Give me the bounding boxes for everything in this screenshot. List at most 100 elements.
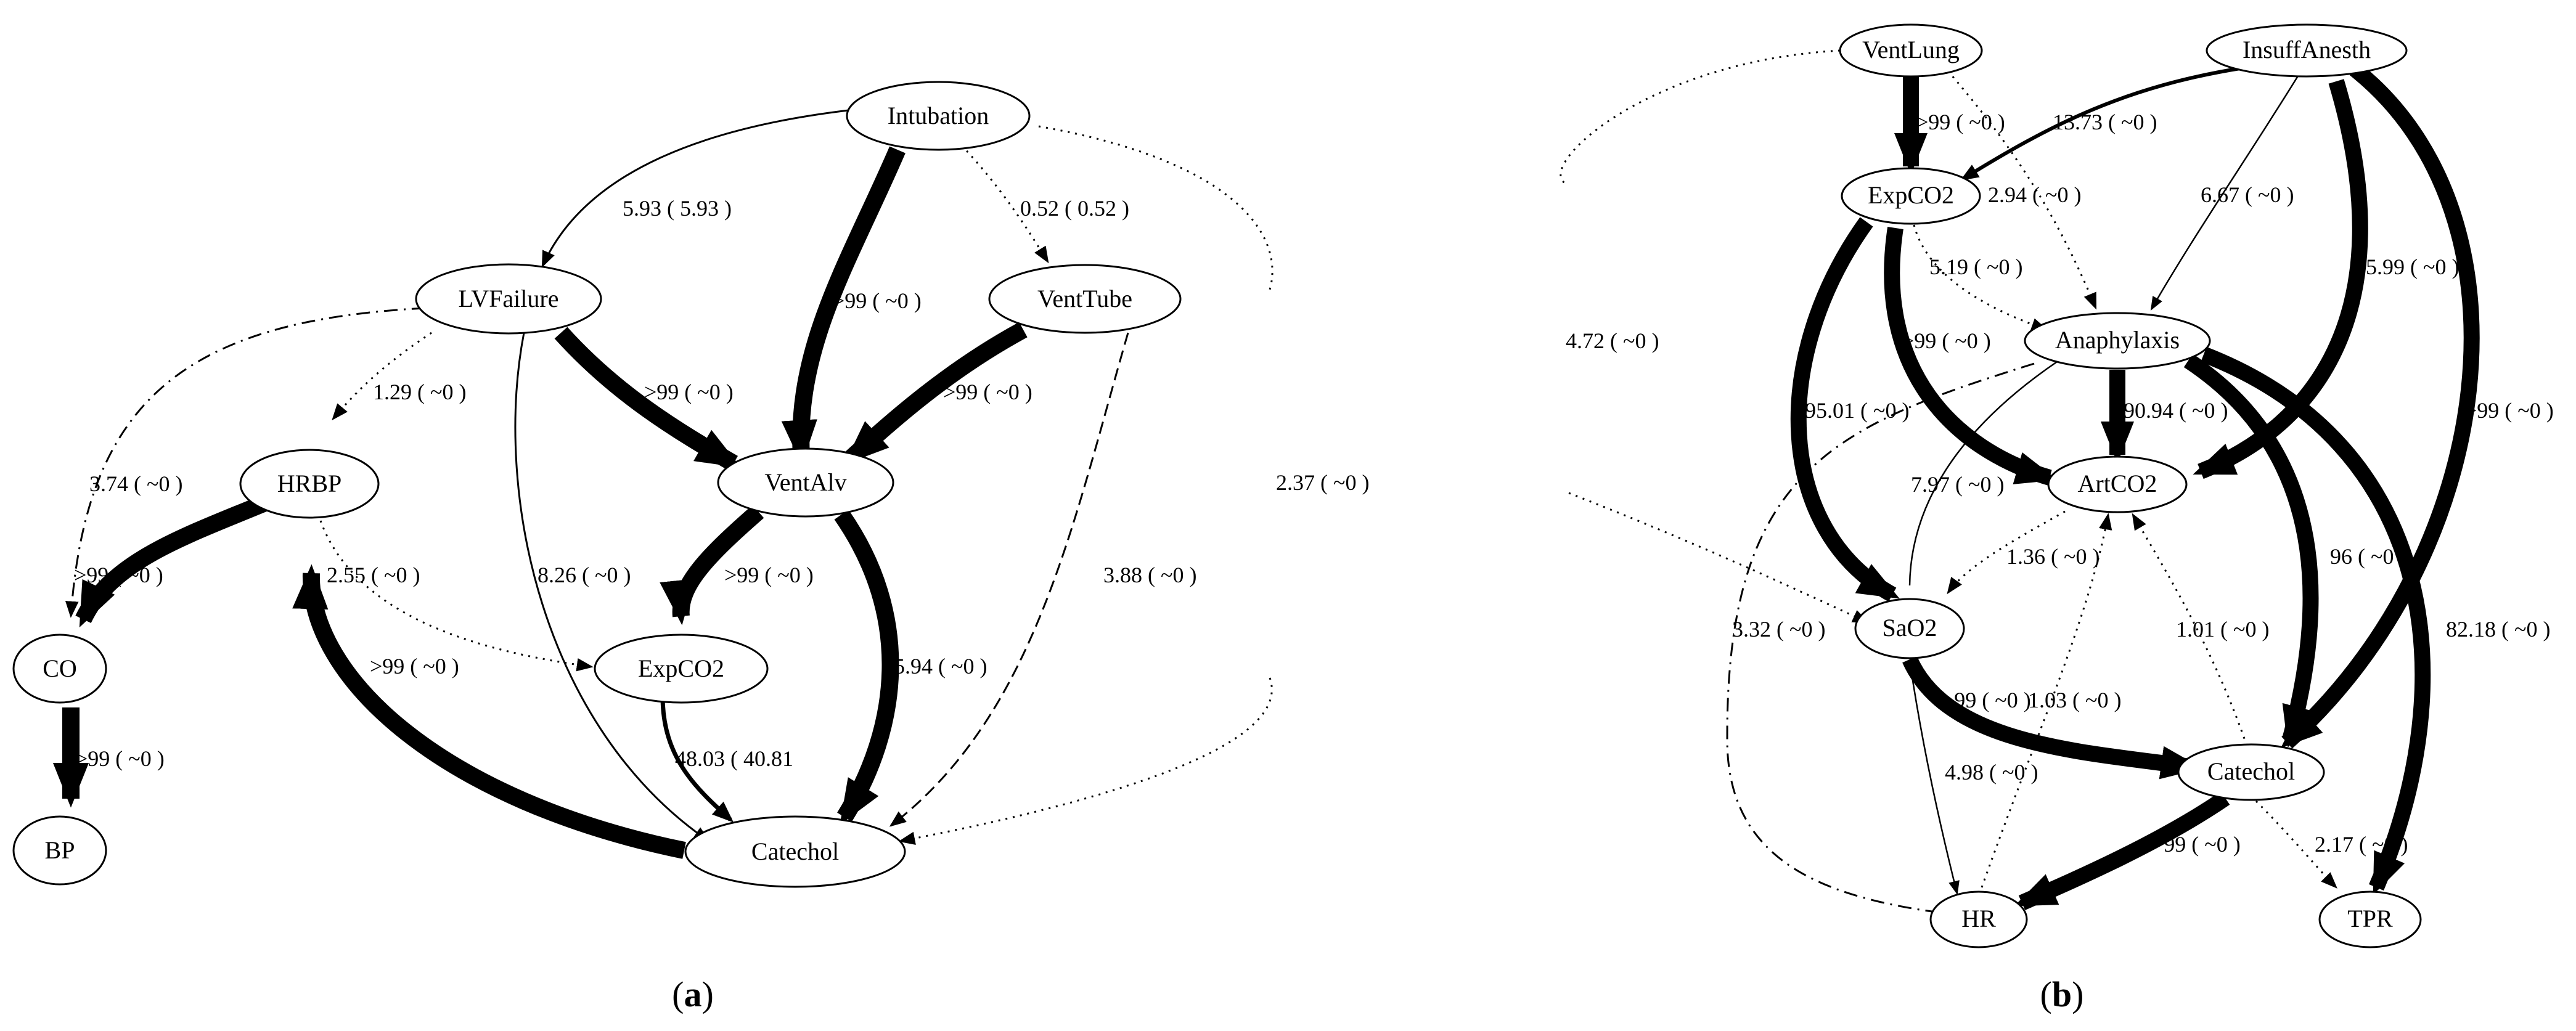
panel-b-edges bbox=[1560, 49, 2480, 920]
node-label: Catechol bbox=[751, 837, 839, 865]
node-label: VentAlv bbox=[764, 468, 846, 496]
edge-intubation-catechol-tail bbox=[898, 677, 1273, 846]
edge-insuffanesth-anaphylaxis bbox=[2150, 73, 2300, 311]
edge-catechol-hr bbox=[2014, 791, 2230, 910]
panel-a-caption: (a) bbox=[672, 974, 714, 1014]
edge-catechol-hrbp bbox=[292, 564, 686, 859]
node-sao2: SaO2 bbox=[1854, 598, 1965, 659]
edge-label: >99 ( ~0 ) bbox=[1902, 328, 1991, 353]
node-label: InsuffAnesth bbox=[2243, 36, 2371, 63]
node-ventalv: VentAlv bbox=[717, 447, 894, 518]
node-expco2: ExpCO2 bbox=[594, 634, 769, 704]
edge-lvfailure-hrbp bbox=[332, 332, 432, 421]
edge-label: 48.03 ( 40.81 bbox=[675, 746, 793, 771]
edge-anaphylaxis-hr bbox=[1726, 362, 2035, 920]
node-intubation: Intubation bbox=[846, 81, 1031, 151]
panel-b-edge-labels: >99 ( ~0 ) 2.94 ( ~0 ) 4.72 ( ~0 ) 13.73… bbox=[1566, 110, 2554, 857]
edge-ventalv-expco2 bbox=[660, 505, 764, 626]
edge-label: 1.01 ( ~0 ) bbox=[2176, 617, 2269, 642]
edge-label: 8.26 ( ~0 ) bbox=[538, 563, 631, 587]
edge-label: >99 ( ~0 ) bbox=[724, 563, 814, 587]
edge-lvfailure-ventalv bbox=[554, 327, 742, 471]
node-ventlung: VentLung bbox=[1839, 23, 1983, 78]
edge-label: 1.03 ( ~0 ) bbox=[2028, 688, 2121, 712]
edge-label: >99 ( ~0 ) bbox=[74, 563, 163, 587]
node-co: CO bbox=[12, 634, 107, 704]
edge-label: 90.94 ( ~0 ) bbox=[2124, 398, 2228, 423]
edge-label: 4.72 ( ~0 ) bbox=[1566, 328, 1659, 353]
node-insuffanesth: InsuffAnesth bbox=[2206, 23, 2408, 78]
node-label: HR bbox=[1961, 905, 1996, 932]
edge-label: 96 ( ~0 ) bbox=[2330, 544, 2406, 569]
node-label: VentLung bbox=[1862, 36, 1960, 63]
node-catechol: Catechol bbox=[684, 815, 906, 888]
node-catechol: Catechol bbox=[2177, 743, 2325, 801]
panel-a: 5.93 ( 5.93 ) >99 ( ~0 ) 0.52 ( 0.52 ) 2… bbox=[12, 81, 1369, 1014]
node-label: ExpCO2 bbox=[638, 654, 724, 682]
node-label: LVFailure bbox=[459, 285, 559, 312]
node-label: HRBP bbox=[277, 470, 342, 497]
edge-insuffanesth-catechol bbox=[2280, 62, 2480, 749]
edge-ventalv-catechol bbox=[834, 510, 899, 825]
edge-ventlung-sao2 bbox=[1560, 49, 1841, 186]
edge-label: 6.67 ( ~0 ) bbox=[2201, 182, 2294, 207]
node-anaphylaxis: Anaphylaxis bbox=[2024, 312, 2211, 370]
edge-label: 4.98 ( ~0 ) bbox=[1945, 760, 2038, 784]
edge-label: >99 ( ~0 ) bbox=[644, 380, 734, 404]
edge-expco2-artco2 bbox=[1884, 227, 2058, 486]
edge-insuffanesth-artco2 bbox=[2193, 79, 2368, 479]
edge-lvfailure-catechol bbox=[514, 332, 711, 842]
edge-label: >99 ( ~0 ) bbox=[75, 746, 165, 771]
edge-label: >99 ( ~0 ) bbox=[2151, 832, 2241, 857]
edge-expco2-sao2 bbox=[1790, 217, 1900, 602]
node-venttube: VentTube bbox=[988, 264, 1182, 334]
node-bp: BP bbox=[12, 815, 107, 886]
edge-label: >99 ( ~0 ) bbox=[1942, 688, 2031, 712]
node-hr: HR bbox=[1929, 890, 2028, 948]
node-label: Anaphylaxis bbox=[2055, 326, 2180, 354]
panel-a-edges bbox=[52, 108, 1274, 859]
edge-label: 3.32 ( ~0 ) bbox=[1732, 617, 1825, 642]
edge-lvfailure-co bbox=[65, 307, 426, 618]
edge-label: >99 ( ~0 ) bbox=[943, 380, 1032, 404]
node-artco2: ArtCO2 bbox=[2047, 455, 2188, 513]
node-label: SaO2 bbox=[1883, 614, 1937, 642]
edge-anaphylaxis-sao2 bbox=[1908, 359, 2059, 586]
edge-sao2-hr bbox=[1908, 660, 1960, 895]
edge-label: 2.94 ( ~0 ) bbox=[1988, 182, 2081, 207]
edge-anaphylaxis-catechol bbox=[2183, 354, 2319, 748]
node-label: BP bbox=[45, 836, 75, 864]
node-label: ArtCO2 bbox=[2078, 470, 2157, 497]
edge-hrbp-expco2 bbox=[319, 520, 594, 672]
node-tpr: TPR bbox=[2318, 890, 2422, 948]
edge-label: 1.29 ( ~0 ) bbox=[373, 380, 466, 404]
edge-label: 7.97 ( ~0 ) bbox=[1911, 472, 2004, 497]
edge-label: 95.01 ( ~0 ) bbox=[1805, 398, 1909, 423]
edge-label: 1.36 ( ~0 ) bbox=[2006, 544, 2100, 569]
edge-label: >99 ( ~0 ) bbox=[832, 288, 922, 313]
edge-label: 5.93 ( 5.93 ) bbox=[623, 196, 732, 221]
edge-label: 3.88 ( ~0 ) bbox=[1103, 563, 1196, 587]
node-hrbp: HRBP bbox=[239, 449, 380, 519]
edge-intubation-lvfailure bbox=[541, 108, 854, 268]
panel-b: >99 ( ~0 ) 2.94 ( ~0 ) 4.72 ( ~0 ) 13.73… bbox=[1560, 23, 2554, 1014]
edge-label: 82.18 ( ~0 ) bbox=[2446, 617, 2550, 642]
edge-label: 2.17 ( ~0 ) bbox=[2315, 832, 2408, 857]
edge-intubation-ventalv bbox=[781, 146, 906, 465]
panel-b-caption: (b) bbox=[2040, 974, 2084, 1014]
edge-venttube-ventalv bbox=[844, 322, 1028, 465]
edge-label: 3.74 ( ~0 ) bbox=[89, 471, 182, 496]
edge-anaphylaxis-tpr bbox=[2201, 346, 2431, 895]
edge-label: 0.52 ( 0.52 ) bbox=[1020, 196, 1129, 221]
edge-label: >99 ( ~0 ) bbox=[2464, 398, 2554, 423]
node-label: ExpCO2 bbox=[1868, 181, 1954, 209]
node-label: CO bbox=[43, 654, 77, 682]
node-label: TPR bbox=[2347, 905, 2393, 932]
edge-label: >99 ( ~0 ) bbox=[1916, 110, 2005, 134]
node-lvfailure: LVFailure bbox=[415, 263, 602, 335]
edge-venttube-catechol bbox=[889, 332, 1129, 827]
edge-hr-artco2 bbox=[1981, 513, 2112, 888]
edge-label: 5.19 ( ~0 ) bbox=[1929, 255, 2022, 279]
edge-expco2-catechol bbox=[660, 696, 734, 823]
